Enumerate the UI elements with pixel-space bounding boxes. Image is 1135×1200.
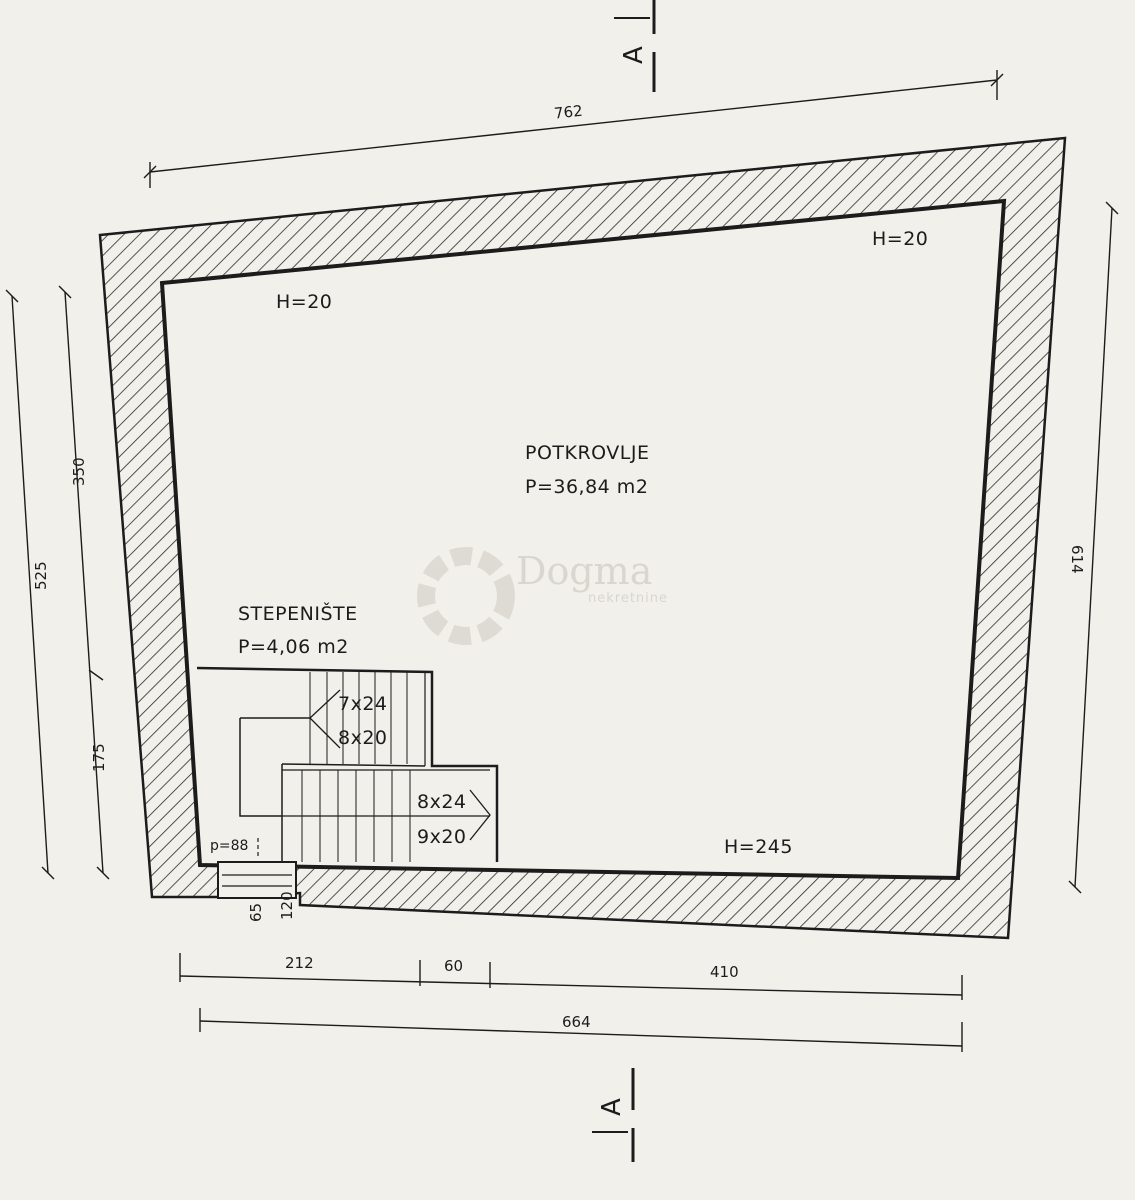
stair-label-upper-b: 8x20 xyxy=(338,727,388,749)
attic-name: POTKROVLJE xyxy=(525,442,650,464)
height-bottom-right: H=245 xyxy=(724,836,793,858)
height-top-left: H=20 xyxy=(276,291,332,313)
interior-boundary xyxy=(159,198,1007,881)
stairwell-name: STEPENIŠTE xyxy=(238,601,358,625)
dim-bottom-total: 664 xyxy=(562,1013,591,1031)
attic-area: P=36,84 m2 xyxy=(525,476,648,498)
section-letter-bottom: A xyxy=(597,1098,627,1116)
dim-right: 614 xyxy=(1068,545,1086,574)
watermark-logo xyxy=(417,547,515,645)
section-marker-bottom xyxy=(592,1068,635,1162)
dim-left-inner-upper: 350 xyxy=(70,457,88,486)
dim-left-inner-lower: 175 xyxy=(90,743,108,772)
section-letter-top: A xyxy=(619,46,649,64)
dim-step-b: 120 xyxy=(278,891,296,920)
dim-bottom-1: 212 xyxy=(285,954,314,972)
watermark-brand: Dogma xyxy=(516,549,652,593)
stair-entry xyxy=(217,861,297,899)
dim-left-outer: 525 xyxy=(32,561,50,590)
dim-bottom-2: 60 xyxy=(444,957,463,975)
dimension-lines xyxy=(5,70,1119,1052)
stair-label-upper-a: 7x24 xyxy=(338,693,388,715)
dim-top: 762 xyxy=(553,102,583,123)
watermark-subtitle: nekretnine xyxy=(588,591,668,606)
stairwell-area: P=4,06 m2 xyxy=(238,636,349,658)
dim-step-a: 65 xyxy=(247,903,265,922)
dim-bottom-3: 410 xyxy=(710,963,739,981)
height-top-right: H=20 xyxy=(872,228,928,250)
stair-label-lower-b: 9x20 xyxy=(417,826,467,848)
staircase xyxy=(196,666,499,862)
stair-label-lower-a: 8x24 xyxy=(417,791,467,813)
landing-label: p=88 xyxy=(210,838,248,854)
section-marker-top xyxy=(614,0,656,92)
